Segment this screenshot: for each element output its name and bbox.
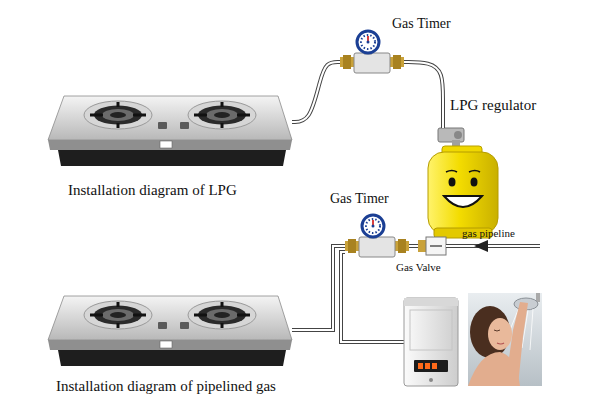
face-eye (471, 178, 478, 187)
installation-caption: Installation diagram of pipelined gas (56, 379, 276, 394)
heater-body (404, 298, 458, 386)
gas-timer: Gas Timer (340, 31, 404, 74)
gas-timer-drawing (345, 215, 409, 257)
part-label: Gas Timer (330, 192, 389, 206)
face (488, 318, 512, 350)
hose-outline (292, 62, 340, 122)
hose-core (404, 62, 443, 128)
heater-panel (410, 310, 452, 350)
hose-outline (409, 244, 418, 248)
gas-valve: Gas Valve (418, 236, 448, 256)
lips (497, 343, 504, 344)
heater-display (414, 360, 448, 372)
face-smile (444, 196, 482, 207)
heater-top (404, 298, 458, 306)
gas-pipeline (446, 240, 540, 252)
display-segment (418, 363, 423, 369)
heater-knob (429, 378, 433, 382)
lpg-cylinder-drawing (428, 128, 498, 238)
pipe-core (341, 252, 404, 342)
flow-arrow (474, 240, 488, 252)
display-segment (432, 363, 437, 369)
gas-stove: Installation diagram of pipelined gas (48, 296, 292, 366)
pipe-outline (341, 252, 404, 342)
hose-outline (292, 246, 345, 330)
hose-outline (404, 62, 443, 128)
closed-eye (494, 330, 500, 331)
gas-timer-drawing (340, 31, 404, 73)
face-brows (446, 171, 480, 173)
cylinder-body (428, 152, 498, 234)
valve-lever (430, 245, 442, 247)
pipeline-label: gas pipeline (462, 228, 515, 239)
face-eye (449, 178, 456, 187)
part-label: Gas Timer (392, 17, 451, 31)
gas-stove: Installation diagram of LPG (48, 96, 292, 166)
valve-fitting (418, 240, 426, 252)
regulator-body (438, 128, 464, 142)
regulator-knob (454, 131, 462, 139)
installation-caption: Installation diagram of LPG (68, 183, 237, 198)
part-label: LPG regulator (450, 98, 536, 113)
hose-core (409, 245, 418, 247)
hose-connector (292, 62, 340, 122)
hose-core (292, 62, 340, 122)
hose-connector (292, 246, 345, 330)
gas-valve-drawing (418, 237, 446, 255)
heater-pipe (341, 252, 404, 342)
part-label: Gas Valve (396, 262, 441, 273)
hose-core (292, 246, 345, 330)
display-segment (425, 363, 430, 369)
gas-timer: Gas Timer (345, 215, 409, 258)
pipe-core (446, 245, 540, 247)
gas-stove-drawing (48, 296, 292, 366)
water-heater-drawing (404, 298, 458, 386)
raised-arm (505, 302, 528, 386)
hose-connector (409, 246, 418, 247)
valve-body (426, 237, 446, 255)
gas-stove-drawing (48, 96, 292, 166)
shower-photo (468, 293, 542, 386)
lpg-cylinder: LPG regulator (428, 128, 498, 240)
pipe-outline (446, 244, 540, 248)
photo-background (468, 293, 542, 386)
hose-connector (404, 62, 443, 128)
